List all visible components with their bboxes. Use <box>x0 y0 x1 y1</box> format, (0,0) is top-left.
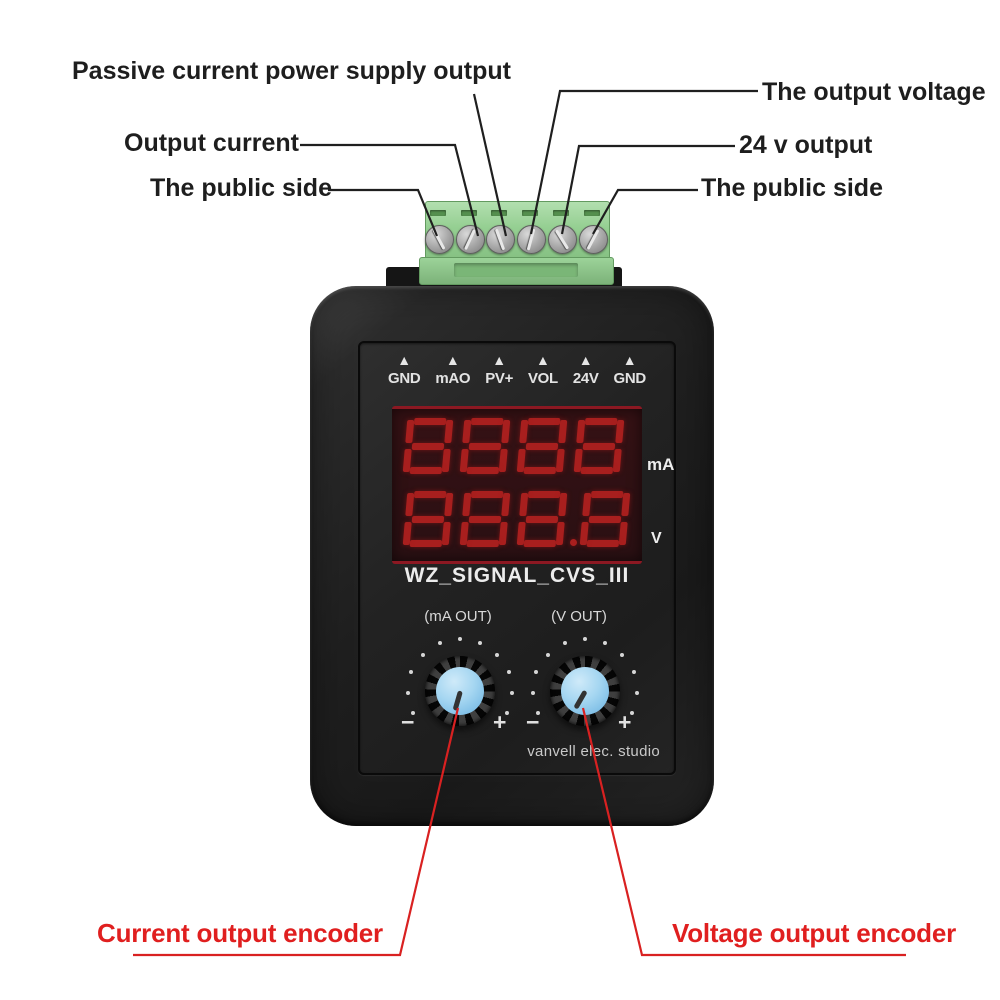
terminal-screw <box>548 225 577 254</box>
screw-slot <box>432 229 446 250</box>
brand-text: vanvell elec. studio <box>527 743 660 760</box>
port-label-row: ▲ GND ▲ mAO ▲ PV+ ▲ VOL ▲ 24V ▲ GND <box>388 353 646 387</box>
scale-dot <box>437 641 442 646</box>
scale-dot <box>620 652 625 657</box>
arrow-up-icon: ▲ <box>578 352 593 368</box>
terminal-block <box>419 201 614 285</box>
screw-slot <box>526 228 536 251</box>
knob-label-ma-out: (mA OUT) <box>424 608 492 625</box>
port-gnd-left: ▲ GND <box>388 352 421 387</box>
seven-segment-digit <box>459 491 511 547</box>
port-gnd-right: ▲ GND <box>613 352 647 387</box>
terminal-screw <box>456 225 485 254</box>
screw-slot <box>463 228 477 251</box>
seven-segment-digit <box>459 418 511 474</box>
knob-label-v-out: (V OUT) <box>551 608 607 625</box>
scale-dot <box>495 652 500 657</box>
arrow-up-icon: ▲ <box>536 352 550 368</box>
callout-output-voltage: The output voltage <box>762 78 986 106</box>
led-display-bezel <box>392 406 642 564</box>
unit-label-v: V <box>651 530 662 547</box>
arrow-up-icon: ▲ <box>622 352 637 368</box>
wire-slot <box>430 210 446 216</box>
port-vol: ▲ VOL <box>528 353 558 387</box>
wire-slot <box>491 210 507 216</box>
scale-dot <box>631 670 636 675</box>
scale-dot <box>506 670 511 675</box>
port-pv-plus: ▲ PV+ <box>485 353 513 387</box>
callout-output-current: Output current <box>124 129 299 157</box>
seven-segment-digit <box>402 491 454 547</box>
callout-current-encoder: Current output encoder <box>97 918 383 948</box>
terminal-screw <box>579 225 608 254</box>
minus-sign: − <box>526 709 540 735</box>
model-name: WZ_SIGNAL_CVS_III <box>404 564 630 587</box>
seven-segment-digit <box>579 491 631 547</box>
screw-slot <box>494 228 506 251</box>
scale-dot <box>409 670 414 675</box>
port-label: VOL <box>527 370 558 387</box>
scale-dot <box>509 690 514 695</box>
scale-dot <box>410 710 415 715</box>
scale-dot <box>534 670 539 675</box>
unit-label-ma: mA <box>647 455 675 474</box>
terminal-screw <box>425 225 454 254</box>
seven-segment-digit <box>402 418 454 474</box>
current-output-knob: − + <box>390 621 530 761</box>
scale-dot <box>406 690 411 695</box>
wire-slot <box>461 210 477 216</box>
callout-24v-output: 24 v output <box>739 131 873 159</box>
voltage-output-knob: − + <box>515 621 655 761</box>
arrow-up-icon: ▲ <box>397 352 412 368</box>
terminal-screw <box>517 225 546 254</box>
plus-sign: + <box>493 709 507 735</box>
scale-dot <box>630 710 635 715</box>
scale-dot <box>535 710 540 715</box>
seven-segment-digit <box>516 491 568 547</box>
display-row-ma <box>402 418 625 474</box>
scale-dot <box>478 641 483 646</box>
screw-slot <box>554 229 570 250</box>
decimal-point <box>570 539 577 546</box>
scale-dot <box>603 641 608 646</box>
callout-voltage-encoder: Voltage output encoder <box>672 918 957 948</box>
port-label: GND <box>388 370 421 387</box>
scale-dot <box>545 652 550 657</box>
scale-dot <box>420 652 425 657</box>
callout-public-side-left: The public side <box>150 174 332 202</box>
screw-slot <box>586 229 600 250</box>
terminal-screw <box>486 225 515 254</box>
port-label: PV+ <box>485 370 514 387</box>
port-mao: ▲ mAO <box>435 353 470 387</box>
port-label: GND <box>613 370 647 387</box>
arrow-up-icon: ▲ <box>492 352 507 368</box>
port-label: 24V <box>572 370 599 387</box>
wire-slot <box>553 210 569 216</box>
callout-public-side-right: The public side <box>701 174 883 202</box>
seven-segment-digit <box>516 418 568 474</box>
callout-passive-current: Passive current power supply output <box>72 57 511 85</box>
scale-dot <box>562 641 567 646</box>
arrow-up-icon: ▲ <box>445 352 460 368</box>
display-row-v <box>402 491 631 547</box>
wire-slot <box>584 210 600 216</box>
seven-segment-digit <box>573 418 625 474</box>
port-24v: ▲ 24V <box>573 353 599 387</box>
scale-dot <box>458 637 462 641</box>
scale-dot <box>505 710 510 715</box>
scale-dot <box>531 690 536 695</box>
scale-dot <box>583 637 587 641</box>
scale-dot <box>634 690 639 695</box>
face-panel: ▲ GND ▲ mAO ▲ PV+ ▲ VOL ▲ 24V ▲ GND <box>358 341 676 775</box>
wire-slot <box>522 210 538 216</box>
terminal-block-channel <box>454 263 578 277</box>
port-label: mAO <box>435 370 471 387</box>
